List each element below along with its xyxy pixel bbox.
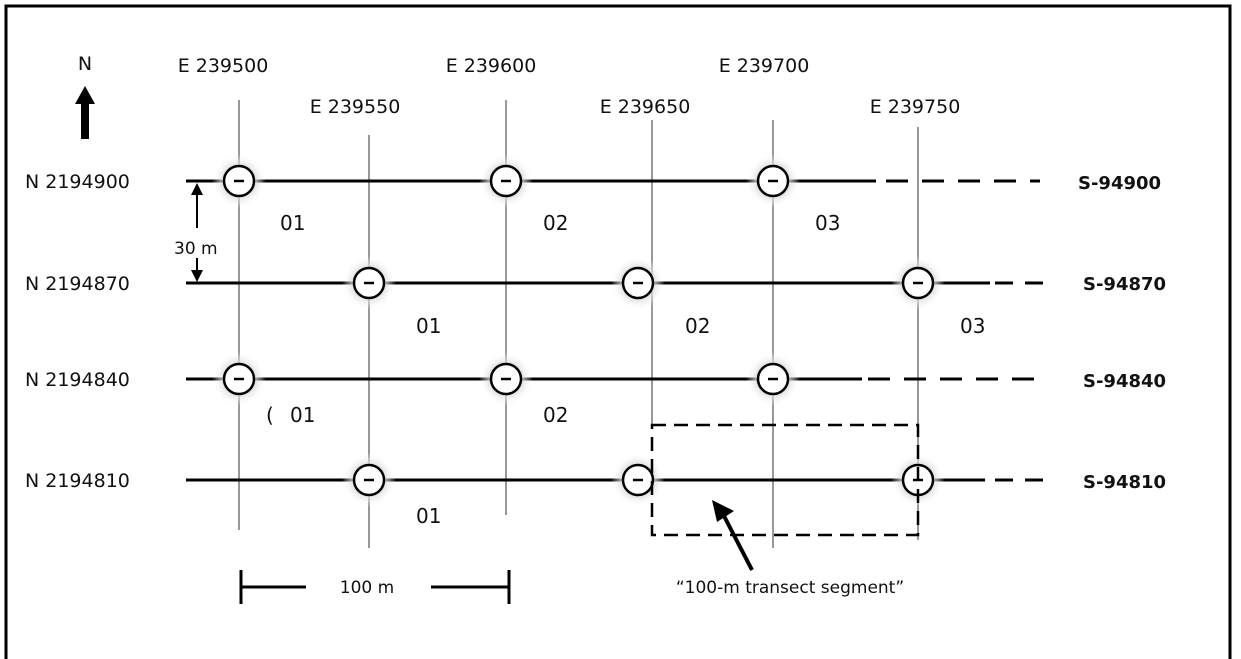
stray-mark: ( <box>266 403 274 427</box>
transect-id-s94870: S-94870 <box>1083 274 1166 295</box>
station-label: 01 <box>416 504 441 528</box>
easting-label-239500: E 239500 <box>178 55 269 77</box>
transect-id-s94810: S-94810 <box>1083 472 1166 493</box>
easting-label-239700: E 239700 <box>719 55 810 77</box>
segment-callout-label: “100-m transect segment” <box>676 578 904 598</box>
station-markers <box>212 154 945 507</box>
station-label: 02 <box>543 211 568 235</box>
arrow-down-icon <box>191 270 203 282</box>
station-marker-icon <box>611 453 665 507</box>
station-marker-icon <box>891 256 945 310</box>
station-marker-icon <box>212 352 266 406</box>
northing-label-2194900: N 2194900 <box>25 171 130 193</box>
station-marker-icon <box>746 352 800 406</box>
station-marker-icon <box>212 154 266 208</box>
spacing-indicator <box>186 180 208 284</box>
scale-bar-label: 100 m <box>340 578 394 598</box>
station-marker-icon <box>479 154 533 208</box>
northing-label-2194810: N 2194810 <box>25 470 130 492</box>
segment-highlight-box <box>650 423 920 537</box>
easting-label-239550: E 239550 <box>310 96 401 118</box>
station-marker-icon <box>611 256 665 310</box>
northing-label-2194870: N 2194870 <box>25 273 130 295</box>
station-label: 01 <box>280 211 305 235</box>
easting-label-239650: E 239650 <box>600 96 691 118</box>
scale-bar <box>239 570 511 604</box>
spacing-label: 30 m <box>174 239 218 259</box>
easting-label-239600: E 239600 <box>446 55 537 77</box>
north-label: N <box>78 53 92 75</box>
transect-id-s94900: S-94900 <box>1078 173 1161 194</box>
transect-rows <box>186 179 1045 482</box>
station-marker-icon <box>746 154 800 208</box>
north-arrow-icon <box>75 86 95 139</box>
station-label: 02 <box>543 403 568 427</box>
station-label: 01 <box>290 403 315 427</box>
station-marker-icon <box>342 256 396 310</box>
callout-arrow-icon <box>712 500 754 571</box>
station-label: 03 <box>960 314 985 338</box>
northing-label-2194840: N 2194840 <box>25 369 130 391</box>
station-label: 01 <box>416 314 441 338</box>
transect-id-s94840: S-94840 <box>1083 371 1166 392</box>
station-label: 03 <box>815 211 840 235</box>
station-label: 02 <box>685 314 710 338</box>
easting-label-239750: E 239750 <box>870 96 961 118</box>
station-marker-icon <box>342 453 396 507</box>
arrow-up-icon <box>191 183 203 195</box>
station-marker-icon <box>479 352 533 406</box>
